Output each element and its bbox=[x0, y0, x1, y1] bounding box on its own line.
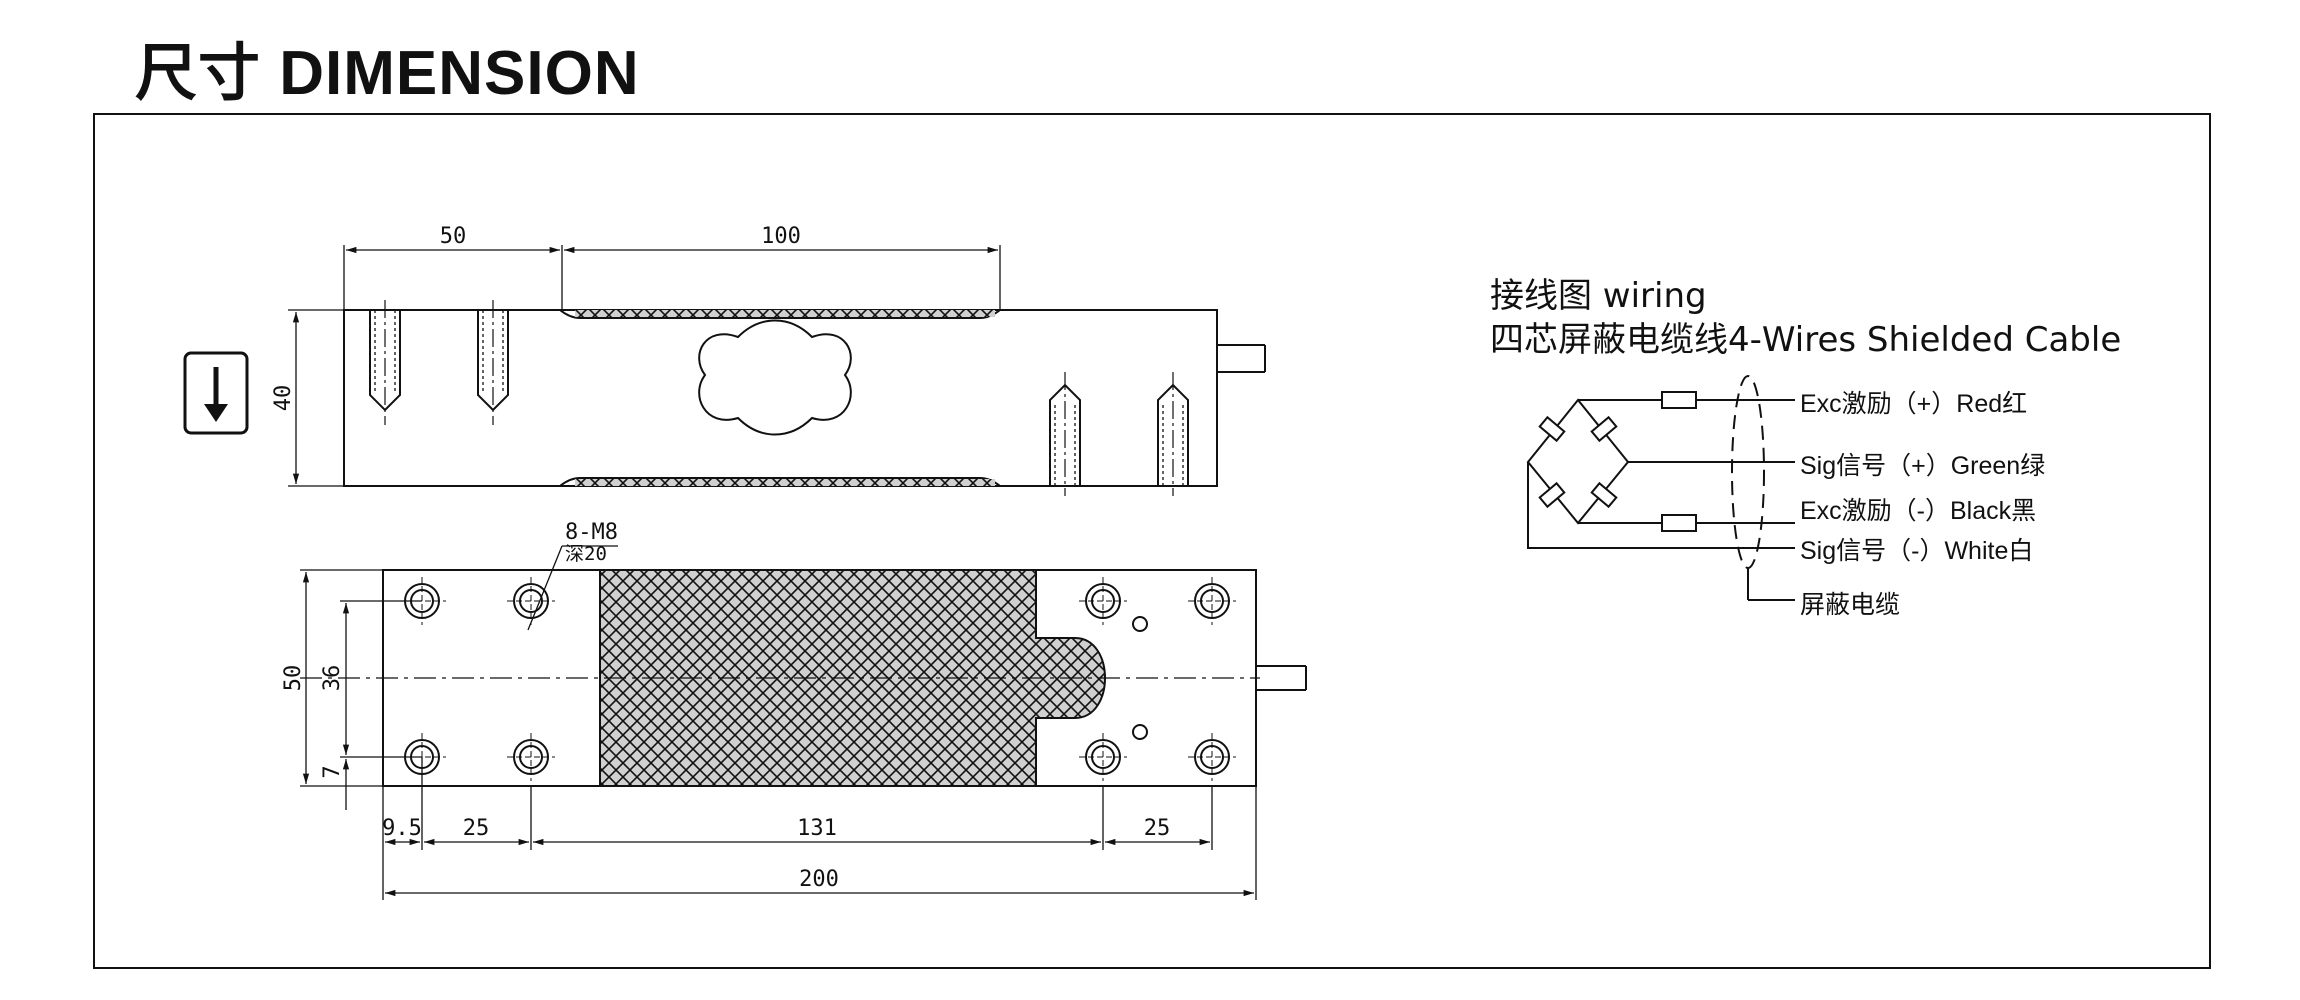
wiring-title: 接线图 wiring bbox=[1490, 276, 1707, 316]
wire-exc-minus: Exc激励（-）Black黑 bbox=[1800, 497, 2037, 525]
wire-exc-plus: Exc激励（+）Red红 bbox=[1800, 390, 2028, 418]
drawing-frame bbox=[93, 113, 2211, 969]
dim-top-131: 131 bbox=[797, 816, 837, 841]
threaded-hole-side bbox=[477, 300, 509, 425]
dim-side-100: 100 bbox=[761, 224, 801, 249]
dim-top-36: 36 bbox=[320, 665, 345, 692]
dim-side-50: 50 bbox=[440, 224, 467, 249]
dim-top-25-left: 25 bbox=[463, 816, 490, 841]
mounting-hole bbox=[1079, 733, 1127, 781]
dim-top-200: 200 bbox=[799, 867, 839, 892]
top-view-dimensions bbox=[300, 545, 1257, 900]
mounting-hole bbox=[507, 577, 555, 625]
wire-sig-minus: Sig信号（-）White白 bbox=[1800, 537, 2034, 565]
side-view bbox=[288, 245, 1266, 496]
mounting-hole bbox=[1188, 577, 1236, 625]
thread-depth-label: 深20 bbox=[565, 543, 607, 565]
page-title: 尺寸 DIMENSION bbox=[135, 22, 640, 112]
dim-top-50: 50 bbox=[281, 665, 306, 692]
dim-top-7: 7 bbox=[320, 765, 345, 778]
dim-top-25-right: 25 bbox=[1144, 816, 1171, 841]
bridge-diamond bbox=[1526, 398, 1630, 525]
shield-cable-label: 屏蔽电缆 bbox=[1800, 591, 1901, 619]
threaded-hole-side bbox=[1049, 372, 1081, 496]
wire-sig-plus: Sig信号（+）Green绿 bbox=[1800, 452, 2046, 480]
dim-top-9-5: 9.5 bbox=[382, 816, 422, 841]
title-english: DIMENSION bbox=[279, 39, 640, 108]
arrow-down-icon bbox=[183, 351, 249, 435]
wiring-diagram bbox=[1526, 375, 1795, 601]
mounting-hole bbox=[1079, 577, 1127, 625]
top-view bbox=[300, 569, 1307, 787]
mounting-hole bbox=[1188, 733, 1236, 781]
mounting-hole bbox=[507, 733, 555, 781]
title-chinese: 尺寸 bbox=[135, 36, 262, 109]
wiring-subtitle: 四芯屏蔽电缆线4-Wires Shielded Cable bbox=[1490, 320, 2122, 360]
thread-spec-label: 8-M8 bbox=[565, 520, 618, 545]
threaded-hole-side bbox=[1157, 372, 1189, 496]
dim-side-40: 40 bbox=[271, 385, 296, 412]
threaded-hole-side bbox=[369, 300, 401, 425]
